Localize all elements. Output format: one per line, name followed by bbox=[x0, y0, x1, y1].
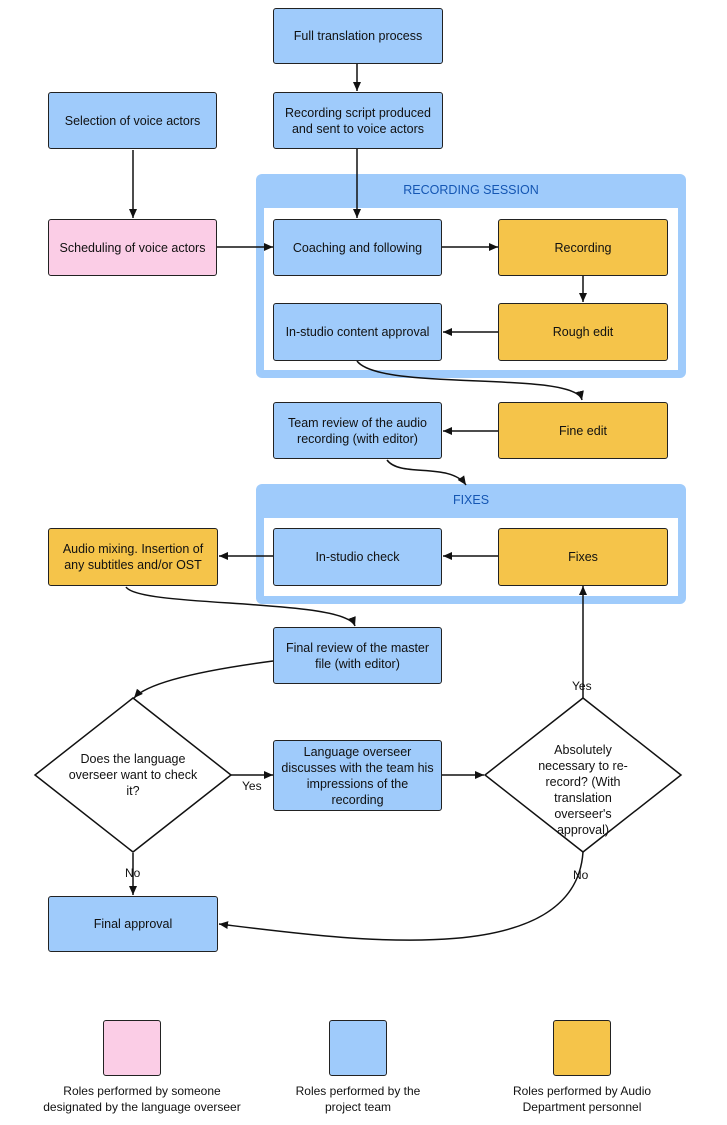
recording-box: Recording bbox=[498, 219, 668, 276]
legend-text-orange: Roles performed by Audio Department pers… bbox=[512, 1084, 652, 1114]
full-translation-box: Full translation process bbox=[273, 8, 443, 64]
language-overseer-discusses-box: Language overseer discusses with the tea… bbox=[273, 740, 442, 811]
legend-swatch-blue bbox=[329, 1020, 387, 1076]
fixes-box: Fixes bbox=[498, 528, 668, 586]
coaching-box: Coaching and following bbox=[273, 219, 442, 276]
recording-session-title: RECORDING SESSION bbox=[403, 183, 539, 197]
audio-mixing-box: Audio mixing. Insertion of any subtitles… bbox=[48, 528, 218, 586]
yes-label-right: Yes bbox=[572, 679, 592, 693]
edge-mixing-to-final-review bbox=[125, 586, 356, 627]
no-label-left: No bbox=[125, 866, 141, 880]
selection-voice-actors-box: Selection of voice actors bbox=[48, 92, 217, 149]
decision-rerecord-text: Absolutely necessary to re-record? (With… bbox=[538, 743, 628, 837]
rough-edit-box: Rough edit bbox=[498, 303, 668, 361]
edge-approval-to-fine bbox=[356, 360, 584, 401]
legend-text-blue: Roles performed by the project team bbox=[295, 1084, 421, 1114]
edge-rerecord-no bbox=[218, 851, 584, 941]
decision-rerecord-diamond bbox=[483, 697, 683, 853]
scheduling-voice-actors-box: Scheduling of voice actors bbox=[48, 219, 217, 276]
fixes-group-title: FIXES bbox=[452, 493, 490, 507]
edge-review-to-fixes bbox=[386, 459, 467, 486]
in-studio-approval-box: In-studio content approval bbox=[273, 303, 442, 361]
in-studio-check-box: In-studio check bbox=[273, 528, 442, 586]
legend-text-pink: Roles performed by someone designated by… bbox=[43, 1084, 241, 1114]
legend-swatch-orange bbox=[553, 1020, 611, 1076]
team-review-box: Team review of the audio recording (with… bbox=[273, 402, 442, 459]
yes-label-left: Yes bbox=[242, 779, 262, 793]
no-label-right: No bbox=[573, 868, 589, 882]
decision-check-text: Does the language overseer want to check… bbox=[68, 752, 198, 798]
final-approval-box: Final approval bbox=[48, 896, 218, 952]
final-review-box: Final review of the master file (with ed… bbox=[273, 627, 442, 684]
fine-edit-box: Fine edit bbox=[498, 402, 668, 459]
decision-check-diamond bbox=[33, 697, 233, 853]
recording-script-box: Recording script produced and sent to vo… bbox=[273, 92, 443, 149]
legend-swatch-pink bbox=[103, 1020, 161, 1076]
edge-final-review-to-decision bbox=[133, 660, 274, 699]
